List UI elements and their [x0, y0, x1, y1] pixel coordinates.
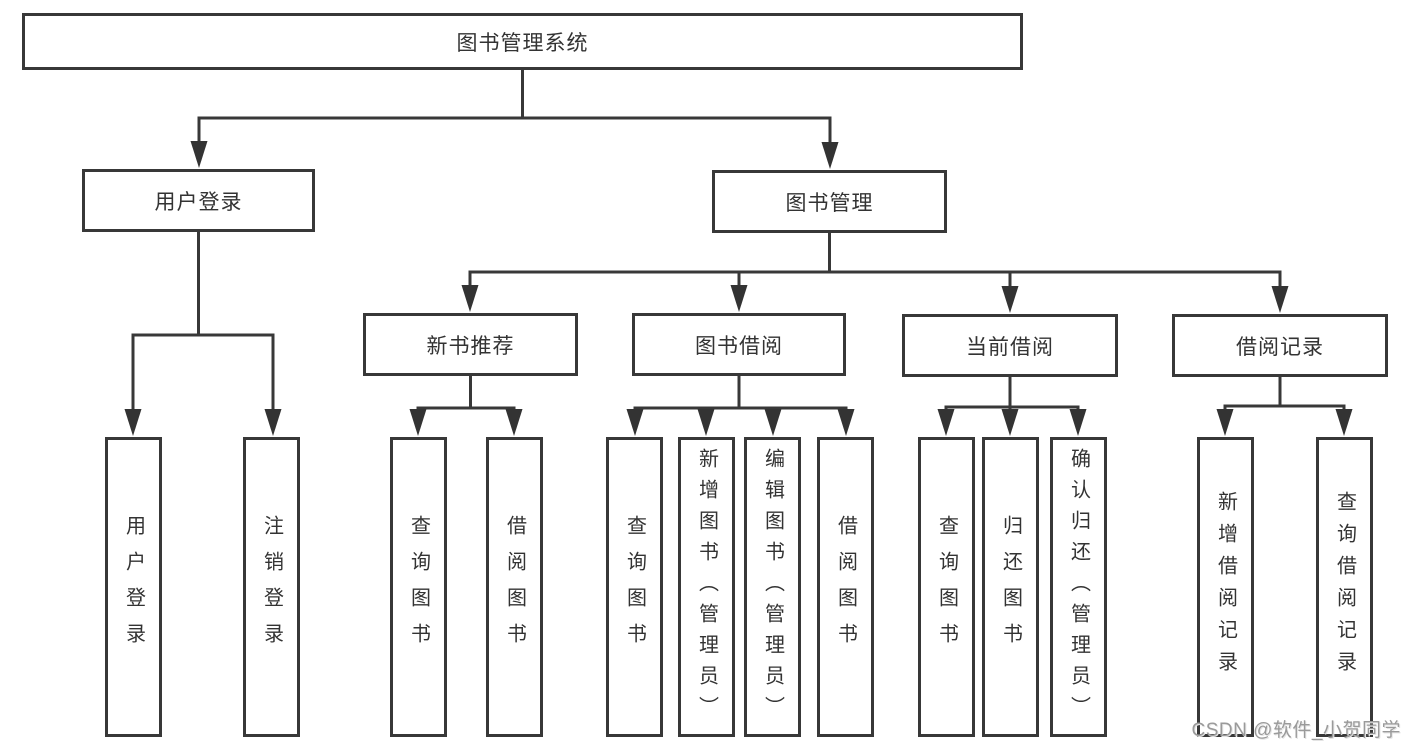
node-new-book-recommendation: 新书推荐	[363, 313, 578, 376]
leaf-return-books: 归还图书	[982, 437, 1039, 737]
leaf-label: 查询图书	[623, 515, 646, 659]
leaf-label: 注销登录	[260, 515, 283, 659]
node-label: 新书推荐	[426, 334, 515, 358]
node-label: 当前借阅	[966, 335, 1054, 359]
leaf-logout: 注销登录	[243, 437, 300, 737]
leaf-borrow-books-recommendation: 借阅图书	[486, 437, 543, 737]
node-current-borrowing: 当前借阅	[902, 314, 1118, 377]
node-label: 借阅记录	[1236, 335, 1324, 359]
node-library-management-system: 图书管理系统	[22, 13, 1023, 70]
node-label: 图书管理	[785, 191, 874, 215]
node-label: 图书管理系统	[456, 31, 589, 55]
node-book-borrowing: 图书借阅	[632, 313, 846, 376]
leaf-label: 查询图书	[407, 515, 430, 659]
leaf-label: 新增图书（管理员）	[695, 447, 718, 727]
node-label: 用户登录	[154, 190, 243, 214]
leaf-label: 查询借阅记录	[1333, 491, 1356, 683]
leaf-label: 新增借阅记录	[1214, 491, 1237, 683]
leaf-query-books-borrowing: 查询图书	[606, 437, 663, 737]
watermark: CSDN @软件_小贺同学	[1191, 720, 1401, 741]
leaf-query-borrow-record: 查询借阅记录	[1316, 437, 1373, 737]
leaf-confirm-return-admin: 确认归还（管理员）	[1050, 437, 1107, 737]
node-book-management: 图书管理	[712, 170, 947, 233]
leaf-add-borrow-record: 新增借阅记录	[1197, 437, 1254, 737]
leaf-add-books-admin: 新增图书（管理员）	[678, 437, 735, 737]
leaf-query-books-recommendation: 查询图书	[390, 437, 447, 737]
node-label: 图书借阅	[695, 334, 783, 358]
leaf-label: 借阅图书	[503, 515, 526, 659]
leaf-query-books-current: 查询图书	[918, 437, 975, 737]
leaf-label: 用户登录	[122, 515, 145, 659]
node-borrowing-records: 借阅记录	[1172, 314, 1388, 377]
leaf-label: 编辑图书（管理员）	[761, 447, 784, 727]
leaf-label: 借阅图书	[834, 515, 857, 659]
leaf-label: 确认归还（管理员）	[1067, 447, 1090, 727]
leaf-label: 归还图书	[999, 515, 1022, 659]
leaf-borrow-books-borrowing: 借阅图书	[817, 437, 874, 737]
node-user-login: 用户登录	[82, 169, 315, 232]
leaf-edit-books-admin: 编辑图书（管理员）	[744, 437, 801, 737]
leaf-user-login: 用户登录	[105, 437, 162, 737]
leaf-label: 查询图书	[935, 515, 958, 659]
